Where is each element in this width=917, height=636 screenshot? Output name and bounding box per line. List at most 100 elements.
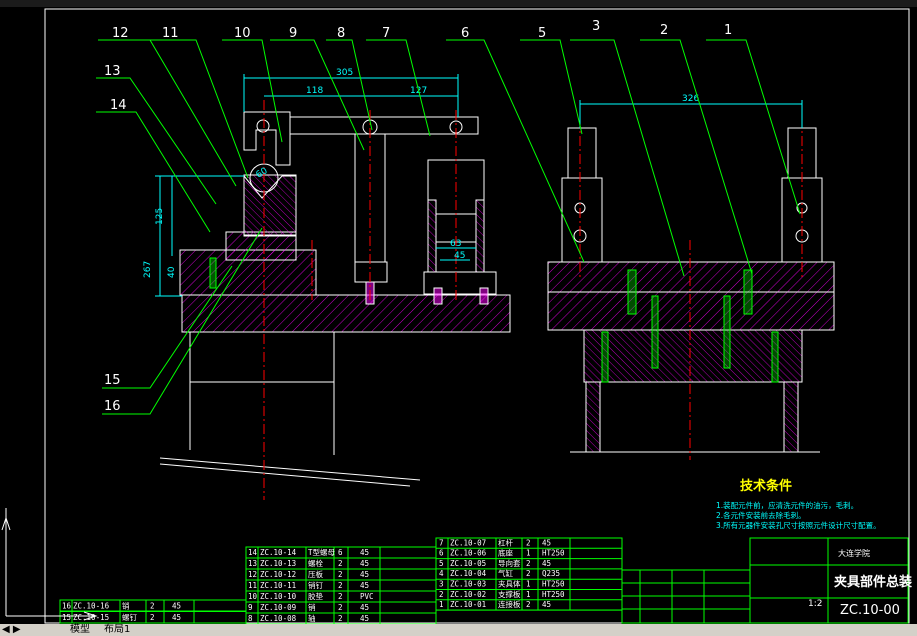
bolt-d (479, 287, 489, 305)
bom-cell-name: 气缸 (498, 568, 513, 578)
dim-45: 45 (454, 251, 465, 261)
rbolt-2 (743, 269, 753, 315)
bom-cell-no: 4 (439, 569, 444, 578)
bom-cell-name: 底座 (498, 548, 513, 558)
bom-cell-qty: 2 (150, 613, 155, 622)
bom-cell-code: ZC.10-16 (73, 602, 110, 611)
bom-cell-no: 13 (248, 559, 257, 568)
dim-125: 125 (155, 208, 165, 225)
bom-cell-qty: 2 (338, 570, 343, 579)
balloon-14: 14 (110, 98, 127, 113)
stand-below (189, 332, 335, 455)
balloon-9: 9 (289, 26, 297, 41)
left-base-plate (181, 294, 511, 333)
tab-model[interactable]: 模型 (70, 624, 90, 635)
bom-cell-no: 15 (62, 613, 71, 622)
rcyl-right-rod (787, 127, 817, 179)
bom-cell-mat: HT250 (542, 590, 565, 599)
pillar-base (354, 261, 388, 283)
bom-cell-code: ZC.10-06 (450, 549, 487, 558)
rbolt-6 (771, 331, 779, 383)
drawing-title: 夹具部件总装 (834, 574, 912, 590)
toolbar-strip (0, 0, 917, 7)
bom-cell-mat: PVC (360, 592, 374, 601)
bom-cell-name: 连接板 (498, 599, 521, 609)
cylinder-hatch-r (475, 199, 485, 273)
right-leg-r (783, 381, 799, 453)
notes-title: 技术条件 (740, 478, 792, 494)
bom-cell-qty: 1 (526, 549, 531, 558)
bom-cell-no: 16 (62, 602, 72, 611)
bom-cell-code: ZC.10-10 (260, 592, 297, 601)
bom-cell-qty: 2 (526, 538, 531, 547)
balloon-12: 12 (112, 26, 129, 41)
bom-cell-name: 杠杆 (498, 537, 513, 547)
bom-cell-mat: HT250 (542, 580, 565, 589)
bom-cell-name: 轴 (308, 613, 316, 623)
bom-cell-name: 胶垫 (308, 591, 323, 601)
right-mid-plate (547, 291, 835, 331)
clamp-arm (243, 111, 291, 166)
bom-cell-code: ZC.10-13 (260, 559, 296, 568)
bom-cell-no: 6 (439, 549, 444, 558)
cylinder-foot (423, 271, 497, 295)
bom-cell-code: ZC.10-11 (260, 581, 296, 590)
balloon-10: 10 (234, 26, 251, 41)
dim-267: 267 (143, 261, 153, 278)
bom-cell-qty: 2 (338, 614, 343, 623)
tab-nav-arrows[interactable]: ◀ ▶ (2, 624, 21, 635)
bom-cell-qty: 2 (526, 600, 531, 609)
bom-cell-no: 11 (248, 581, 257, 590)
right-top-plate (547, 261, 835, 293)
bom-cell-qty: 6 (338, 548, 343, 557)
bom-cell-code: ZC.10-03 (450, 580, 486, 589)
bom-cell-name: 销 (122, 601, 130, 611)
dim-118: 118 (306, 86, 323, 96)
rbolt-4 (723, 295, 731, 369)
top-beam (289, 116, 479, 135)
bom-cell-no: 5 (439, 559, 444, 568)
balloon-2: 2 (660, 23, 668, 38)
bom-cell-code: ZC.10-02 (450, 590, 486, 599)
bom-cell-no: 12 (248, 570, 257, 579)
bom-cell-mat: 45 (172, 602, 181, 611)
tab-layout1[interactable]: 布局1 (104, 624, 131, 635)
bom-cell-code: ZC.10-07 (450, 538, 486, 547)
arm-pin (256, 119, 270, 133)
bom-cell-no: 8 (248, 614, 253, 623)
bom-cell-qty: 2 (526, 559, 531, 568)
bom-cell-name: 螺钉 (122, 612, 137, 622)
layout-tab-bar: ◀ ▶ 模型 布局1 (0, 624, 917, 636)
bom-cell-name: 压板 (308, 569, 323, 579)
left-pedestal (225, 231, 297, 261)
balloon-labels: 12 11 10 9 8 7 6 5 3 2 1 13 14 15 16 (104, 19, 732, 414)
bom-cell-mat: 45 (360, 559, 369, 568)
bom-cell-no: 2 (439, 590, 444, 599)
drawing-number: ZC.10-00 (840, 603, 900, 618)
bom-cell-no: 10 (248, 592, 258, 601)
bom-cell-name: T型螺母 (308, 547, 336, 557)
bom-cell-qty: 2 (526, 569, 531, 578)
bom-cell-mat: 45 (542, 600, 551, 609)
rbolt-3 (651, 295, 659, 369)
bom-cell-name: 夹具体 (498, 579, 521, 589)
balloon-13: 13 (104, 64, 121, 79)
bom-cell-no: 1 (439, 600, 444, 609)
notes-line-1: 1.装配元件前，应清洗元件的油污，毛刺。 (716, 500, 858, 510)
bom-table (59, 537, 909, 625)
bom-cell-name: 螺栓 (308, 558, 323, 568)
balloon-5: 5 (538, 26, 546, 41)
bom-cell-name: 支撑板 (498, 589, 521, 599)
bom-cell-code: ZC.10-05 (450, 559, 486, 568)
bom-cell-qty: 2 (338, 592, 343, 601)
bom-cell-no: 9 (248, 603, 253, 612)
bom-cell-mat: HT250 (542, 549, 565, 558)
bom-cell-qty: 2 (338, 559, 343, 568)
bom-cell-name: 导向套 (498, 558, 521, 568)
bom-cell-mat: 45 (360, 581, 369, 590)
leaders (96, 39, 801, 415)
